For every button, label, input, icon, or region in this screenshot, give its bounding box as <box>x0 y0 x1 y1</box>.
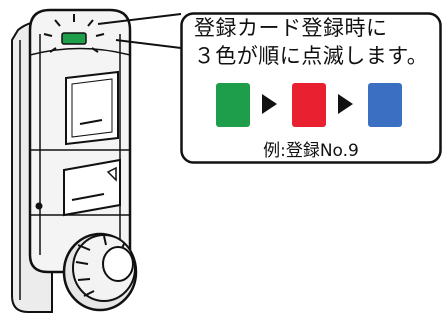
arrow-right-icon <box>262 94 277 114</box>
callout-line-1: 登録カード登録時に <box>194 16 388 40</box>
example-caption: 例:登録No.9 <box>263 141 359 161</box>
callout-bubble: 登録カード登録時に ３色が順に点滅します。 例:登録No.9 <box>180 12 442 164</box>
color-chip-red <box>292 83 326 127</box>
callout-pointer <box>97 13 182 49</box>
arrow-right-icon <box>338 94 353 114</box>
card-reader-window <box>65 70 119 146</box>
indicator-lamp <box>43 14 105 53</box>
color-chip-green <box>216 83 250 127</box>
door-knob <box>62 232 138 312</box>
lower-panel <box>35 158 121 217</box>
callout-line-2: ３色が順に点滅します。 <box>193 44 429 68</box>
color-chip-blue <box>368 83 402 127</box>
